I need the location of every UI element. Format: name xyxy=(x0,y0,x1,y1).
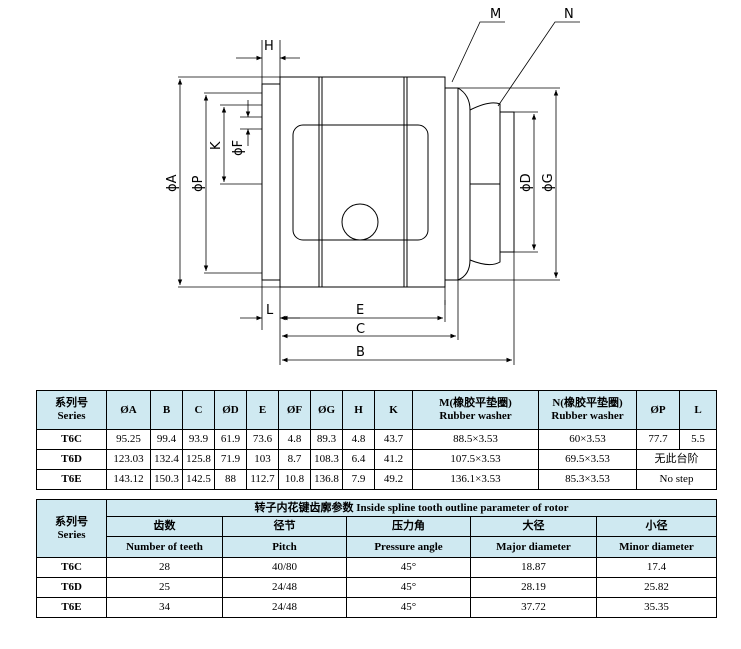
side-hole xyxy=(341,203,379,241)
right-end-plate xyxy=(445,87,459,281)
spline-header-series: 系列号 Series xyxy=(36,499,107,558)
table-row: T6E 34 24/48 45° 37.72 35.35 xyxy=(36,597,717,618)
header-angle-cn: 压力角 xyxy=(346,516,471,537)
header-series: 系列号 Series xyxy=(36,390,107,430)
header-teeth-en: Number of teeth xyxy=(106,536,223,558)
label-e: E xyxy=(356,303,364,318)
header-g: ØG xyxy=(310,390,343,430)
header-teeth-cn: 齿数 xyxy=(106,516,223,537)
header-pitch-cn: 径节 xyxy=(222,516,347,537)
label-phi-p: ϕP xyxy=(191,175,206,192)
header-m: M(橡胶平垫圈) Rubber washer xyxy=(412,390,539,430)
header-l: L xyxy=(679,390,717,430)
header-pitch-en: Pitch xyxy=(222,536,347,558)
left-flange xyxy=(261,83,281,281)
table-row: T6D 123.03 132.4 125.8 71.9 103 8.7 108.… xyxy=(36,449,717,470)
spline-header-en-row: Number of teeth Pitch Pressure angle Maj… xyxy=(37,536,717,558)
table-row: T6E 143.12 150.3 142.5 88 112.7 10.8 136… xyxy=(36,469,717,490)
no-step-cn: 无此台阶 xyxy=(636,449,717,470)
label-phi-f: ϕF xyxy=(231,140,246,156)
header-d: ØD xyxy=(214,390,247,430)
table-row: T6C 28 40/80 45° 18.87 17.4 xyxy=(36,557,717,578)
label-k: K xyxy=(209,141,224,150)
header-p: ØP xyxy=(636,390,680,430)
header-a: ØA xyxy=(106,390,151,430)
label-phi-a: ϕA xyxy=(165,174,180,192)
header-b: B xyxy=(150,390,183,430)
dimension-table: 系列号 Series ØA B C ØD E ØF ØG H K M(橡胶平垫圈… xyxy=(36,390,717,490)
spline-title: 转子内花键齿廓参数 Inside spline tooth outline pa… xyxy=(106,499,717,517)
cartridge-drawing: H M N K ϕF ϕA ϕP ϕD ϕG L E C B xyxy=(165,7,580,365)
dimension-header-row: 系列号 Series ØA B C ØD E ØF ØG H K M(橡胶平垫圈… xyxy=(36,390,717,430)
table-row: T6C 95.25 99.4 93.9 61.9 73.6 4.8 89.3 4… xyxy=(36,429,717,450)
header-minor-en: Minor diameter xyxy=(596,536,717,558)
label-phi-d: ϕD xyxy=(519,173,534,192)
header-f: ØF xyxy=(278,390,311,430)
header-k: K xyxy=(374,390,413,430)
side-window xyxy=(292,124,429,241)
header-c: C xyxy=(182,390,215,430)
header-n: N(橡胶平垫圈) Rubber washer xyxy=(538,390,637,430)
label-l: L xyxy=(266,303,274,318)
spline-table: 系列号 Series 转子内花键齿廓参数 Inside spline tooth… xyxy=(36,499,717,618)
cam-ring-body xyxy=(279,76,446,288)
no-step-en: No step xyxy=(636,469,717,490)
label-h: H xyxy=(264,39,274,54)
label-m: M xyxy=(490,7,501,22)
label-b: B xyxy=(356,345,365,360)
table-row: T6D 25 24/48 45° 28.19 25.82 xyxy=(36,577,717,598)
header-angle-en: Pressure angle xyxy=(346,536,471,558)
header-h: H xyxy=(342,390,375,430)
header-minor-cn: 小径 xyxy=(596,516,717,537)
label-c: C xyxy=(356,322,365,337)
spline-title-row: 系列号 Series 转子内花键齿廓参数 Inside spline tooth… xyxy=(36,499,717,558)
m-washer xyxy=(457,87,471,281)
header-major-en: Major diameter xyxy=(470,536,597,558)
header-major-cn: 大径 xyxy=(470,516,597,537)
spline-header-cn-row: 齿数 径节 压力角 大径 小径 xyxy=(37,516,717,537)
label-n: N xyxy=(564,7,574,22)
label-phi-g: ϕG xyxy=(541,173,556,192)
header-e: E xyxy=(246,390,279,430)
shoulder xyxy=(499,111,515,253)
